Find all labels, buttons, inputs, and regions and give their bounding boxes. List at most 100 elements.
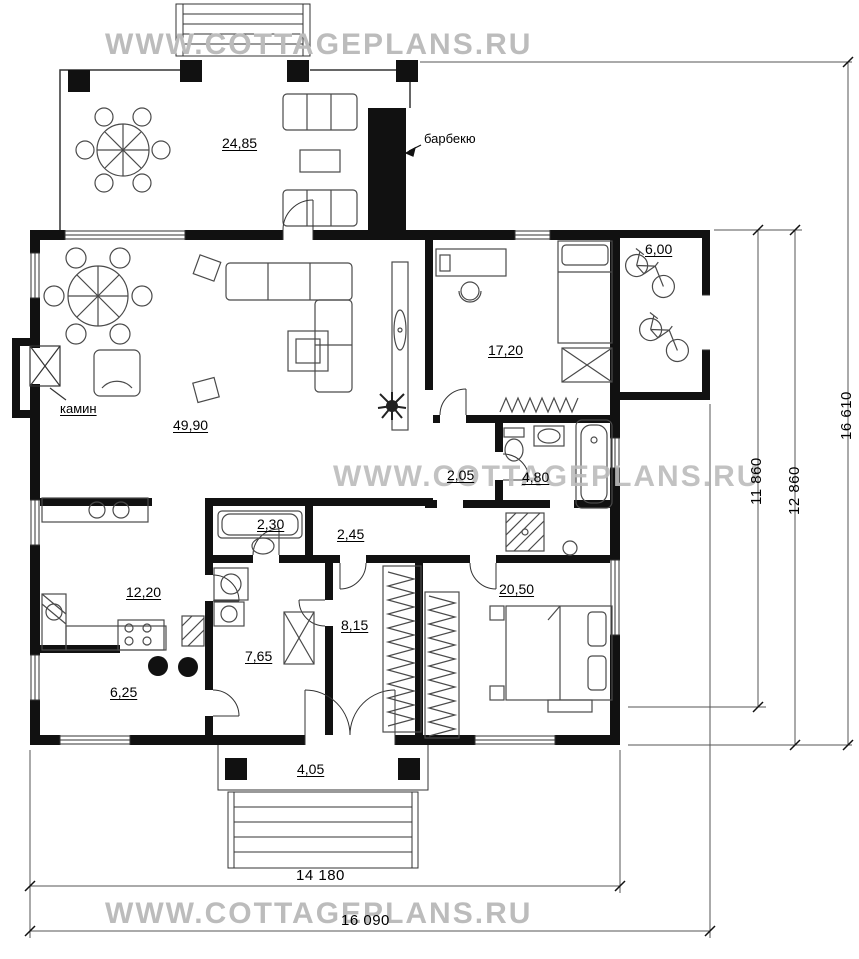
terrace-chair bbox=[132, 107, 152, 127]
fireplace-label: камин bbox=[60, 401, 97, 416]
bathroom-small-fixtures bbox=[217, 510, 303, 555]
top-stairs bbox=[175, 3, 311, 57]
room-label-utility: 7,65 bbox=[245, 648, 273, 664]
room-label-porch: 4,05 bbox=[297, 761, 325, 777]
sink-basin bbox=[112, 501, 130, 519]
kitchen-fixtures bbox=[41, 497, 205, 651]
dining-chair bbox=[43, 285, 65, 307]
window bbox=[59, 735, 131, 745]
dining-chair bbox=[65, 323, 87, 345]
decor-table bbox=[192, 376, 220, 404]
bedroom-main-furniture bbox=[489, 605, 613, 713]
terrace-chair bbox=[132, 173, 152, 193]
terrace-furniture bbox=[75, 93, 358, 227]
bedroom-top-furniture bbox=[435, 240, 613, 383]
small-sink bbox=[562, 540, 578, 556]
washbasin-counter bbox=[533, 425, 565, 447]
utility-sink bbox=[220, 605, 238, 623]
radiator bbox=[499, 396, 579, 414]
terrace-sofa bbox=[282, 93, 358, 131]
room-label-bedroom-top: 17,20 bbox=[488, 342, 524, 358]
shower-tray bbox=[505, 512, 545, 552]
boiler bbox=[283, 611, 315, 665]
room-label-hallway: 2,05 bbox=[447, 467, 475, 483]
dresser bbox=[561, 347, 613, 383]
desk-chair bbox=[460, 281, 480, 301]
corner-sofa bbox=[314, 299, 353, 393]
windows bbox=[30, 230, 710, 745]
bench bbox=[547, 699, 593, 713]
fireplace bbox=[29, 345, 67, 401]
dim-width-inner: 14 180 bbox=[296, 867, 345, 884]
window bbox=[30, 499, 40, 546]
room-label-corridor: 8,15 bbox=[341, 617, 369, 633]
barbecue-arrow bbox=[404, 144, 422, 157]
kitchen-stools bbox=[148, 656, 198, 677]
bathtub bbox=[575, 419, 613, 509]
bed-single bbox=[557, 240, 613, 344]
dining-chair bbox=[109, 323, 131, 345]
terrace-columns bbox=[68, 60, 418, 92]
room-label-side-room: 6,00 bbox=[645, 241, 673, 257]
utility-fixtures bbox=[213, 567, 315, 665]
door-swings bbox=[212, 199, 530, 736]
bed-double bbox=[505, 605, 613, 701]
door-gaps bbox=[205, 415, 574, 716]
entrance-door bbox=[304, 735, 396, 745]
toilet-tank bbox=[503, 427, 525, 438]
dining-chair bbox=[109, 247, 131, 269]
dining-chair bbox=[65, 247, 87, 269]
watermark-bottom: WWW.COTTAGEPLANS.RU bbox=[105, 897, 533, 930]
tv bbox=[393, 309, 407, 351]
room-label-bedroom-main: 20,50 bbox=[499, 581, 535, 597]
room-label-living-room: 49,90 bbox=[173, 417, 209, 433]
closet bbox=[424, 591, 460, 739]
washbasin bbox=[251, 537, 275, 555]
room-label-hall: 2,45 bbox=[337, 526, 365, 542]
kitchen-counter bbox=[41, 497, 149, 523]
toilet-bowl bbox=[504, 438, 524, 462]
stove bbox=[117, 619, 165, 651]
bicycle bbox=[625, 248, 675, 299]
terrace-door bbox=[282, 230, 314, 240]
cabinet bbox=[213, 601, 245, 627]
window bbox=[474, 735, 556, 745]
watermark-middle: WWW.COTTAGEPLANS.RU bbox=[333, 460, 761, 493]
room-label-bathroom: 4,80 bbox=[522, 469, 550, 485]
terrace-chair bbox=[75, 140, 95, 160]
plant bbox=[377, 392, 407, 420]
desk bbox=[435, 248, 507, 277]
porch-columns bbox=[225, 758, 420, 780]
room-label-terrace: 24,85 bbox=[222, 135, 258, 151]
dim-height-inner: 11 860 bbox=[748, 457, 765, 505]
closets bbox=[382, 565, 460, 739]
dim-height-total: 16 610 bbox=[838, 391, 855, 440]
dim-height-middle: 12 860 bbox=[786, 466, 803, 515]
dimension-lines bbox=[29, 61, 852, 938]
nightstand bbox=[489, 685, 505, 701]
fridge bbox=[181, 615, 205, 647]
bicycle bbox=[639, 312, 689, 363]
corner-sofa bbox=[225, 262, 353, 301]
side-room-door bbox=[702, 294, 710, 351]
porch bbox=[217, 745, 429, 869]
window bbox=[64, 230, 186, 240]
barbecue-label: барбекю bbox=[424, 131, 476, 146]
washbasin bbox=[537, 428, 561, 444]
dimension-ticks bbox=[24, 56, 854, 937]
terrace-chair bbox=[151, 140, 171, 160]
terrace-coffee-table bbox=[299, 149, 341, 173]
watermark-top: WWW.COTTAGEPLANS.RU bbox=[105, 28, 533, 61]
sink-basin bbox=[88, 501, 106, 519]
window bbox=[30, 252, 40, 299]
barbecue-block bbox=[368, 108, 406, 230]
room-label-bathroom-small: 2,30 bbox=[257, 516, 285, 532]
terrace-chair bbox=[94, 107, 114, 127]
coffee-table bbox=[287, 330, 329, 372]
terrace-chair bbox=[94, 173, 114, 193]
kitchen-counter bbox=[41, 593, 67, 651]
terrace-sofa bbox=[282, 189, 358, 227]
nightstand bbox=[489, 605, 505, 621]
living-room-furniture bbox=[43, 247, 409, 431]
